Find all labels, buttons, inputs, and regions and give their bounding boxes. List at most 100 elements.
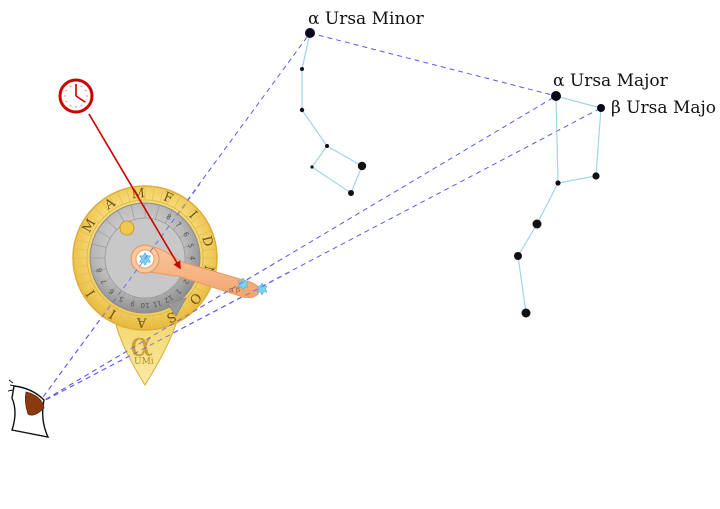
- disc-tick: [164, 292, 173, 306]
- label-ursa-minor-alpha: α Ursa Minor: [308, 9, 425, 29]
- ring-tick: [152, 188, 155, 201]
- hour-number: 9: [130, 299, 136, 308]
- nocturnal-instrument: α UMi MAMFIDNOSAII 8765432112111095678 α…: [72, 185, 268, 386]
- gold-knob: [119, 220, 135, 236]
- star: [357, 161, 367, 171]
- hour-number: 7: [174, 220, 183, 229]
- disc-tick: [91, 268, 107, 273]
- disc-tick: [130, 204, 135, 220]
- ring-tick: [95, 298, 105, 308]
- disc-tick: [97, 277, 111, 286]
- disc-tick: [117, 210, 126, 224]
- ring-tick: [75, 265, 88, 268]
- ring-tick: [102, 303, 111, 314]
- ring-tick: [179, 202, 188, 213]
- star: [300, 67, 304, 71]
- ring-tick: [195, 286, 206, 294]
- ring-tick: [126, 313, 131, 326]
- star: [555, 180, 561, 186]
- ring-tick: [77, 272, 90, 277]
- hour-number: 1: [174, 287, 183, 296]
- star: [299, 107, 305, 113]
- clock-tick: [84, 100, 87, 103]
- disc-tick: [173, 286, 185, 298]
- ring-tick: [80, 279, 92, 286]
- star: [348, 190, 354, 196]
- clock-tick: [64, 95, 66, 97]
- hour-disc-pointer: [167, 297, 187, 317]
- star: [325, 144, 329, 148]
- time-arrow: [88, 113, 181, 270]
- clock-tick: [80, 85, 83, 88]
- ring-letter: D: [198, 234, 215, 248]
- ring-letter: I: [107, 306, 119, 322]
- ring-tick: [126, 190, 131, 203]
- hour-number: 10: [141, 301, 150, 309]
- disc-tick: [155, 204, 160, 220]
- disc-tick: [105, 218, 117, 230]
- ring-tick: [89, 292, 100, 301]
- disc-tick: [97, 230, 111, 239]
- hour-numbers: 8765432112111095678: [95, 213, 196, 309]
- ring-tick: [109, 197, 117, 208]
- hour-number: 11: [152, 298, 163, 308]
- ring-tick: [159, 190, 164, 203]
- ring-tick: [200, 239, 213, 244]
- ring-tick: [198, 230, 210, 237]
- star: [521, 308, 531, 318]
- ring-tick: [95, 208, 105, 218]
- disc-tick: [179, 230, 193, 239]
- ring-tick: [84, 286, 95, 294]
- star-ursa-major-beta: [597, 104, 605, 112]
- ring-tick: [152, 315, 155, 328]
- label-ursa-major-alpha: α Ursa Major: [553, 71, 669, 91]
- hour-number: 12: [163, 293, 175, 304]
- ring-tick: [75, 248, 88, 251]
- ring-tick: [159, 313, 164, 326]
- hour-number: 8: [95, 267, 104, 273]
- sight-line-overlay: [37, 183, 201, 405]
- label-ursa-major-beta: β Ursa Majo: [611, 98, 716, 118]
- ursa-major-constellation: [514, 91, 605, 318]
- clock-tick: [69, 85, 72, 88]
- eye-icon: [7, 379, 50, 438]
- star: [592, 172, 600, 180]
- star: [532, 219, 542, 229]
- star-icon: [237, 277, 249, 291]
- ring-tick: [166, 193, 173, 205]
- ursa-minor-constellation: [299, 28, 367, 196]
- clock-tick: [86, 95, 88, 97]
- ursa-major-handle: [517, 182, 559, 314]
- ursa-major-lines: [555, 95, 602, 184]
- disc-tick: [155, 296, 160, 312]
- pendant-alpha-symbol: α: [130, 325, 153, 365]
- star-icon: [256, 282, 268, 296]
- hour-number: 8: [165, 213, 173, 222]
- sight-line-ursa-major-beta: [37, 107, 602, 405]
- ring-tick: [77, 239, 90, 244]
- star-ursa-major-alpha: [551, 91, 561, 101]
- disc-tick: [179, 277, 193, 286]
- ring-letter: M: [80, 216, 100, 235]
- hour-number: 2: [181, 278, 190, 286]
- ring-tick: [195, 222, 206, 230]
- star: [310, 165, 314, 169]
- clock-tick: [69, 104, 72, 107]
- ring-tick: [202, 265, 215, 268]
- nocturnal-pendant: [114, 317, 179, 386]
- ring-tick: [80, 230, 92, 237]
- ring-tick: [166, 311, 173, 323]
- clock-tick: [75, 106, 77, 108]
- ring-tick: [135, 315, 138, 328]
- arm-alpha-beta-text: α β: [229, 286, 240, 294]
- clock-tick: [80, 104, 83, 107]
- hour-number: 7: [100, 278, 109, 286]
- sight-line-pole-to-alpha: [309, 32, 557, 97]
- ring-tick: [202, 248, 215, 251]
- hour-number: 6: [181, 231, 190, 239]
- sight-line-overlay: [37, 271, 291, 405]
- ring-tick: [185, 208, 195, 218]
- disc-tick: [117, 292, 126, 306]
- clock-tick: [84, 89, 87, 92]
